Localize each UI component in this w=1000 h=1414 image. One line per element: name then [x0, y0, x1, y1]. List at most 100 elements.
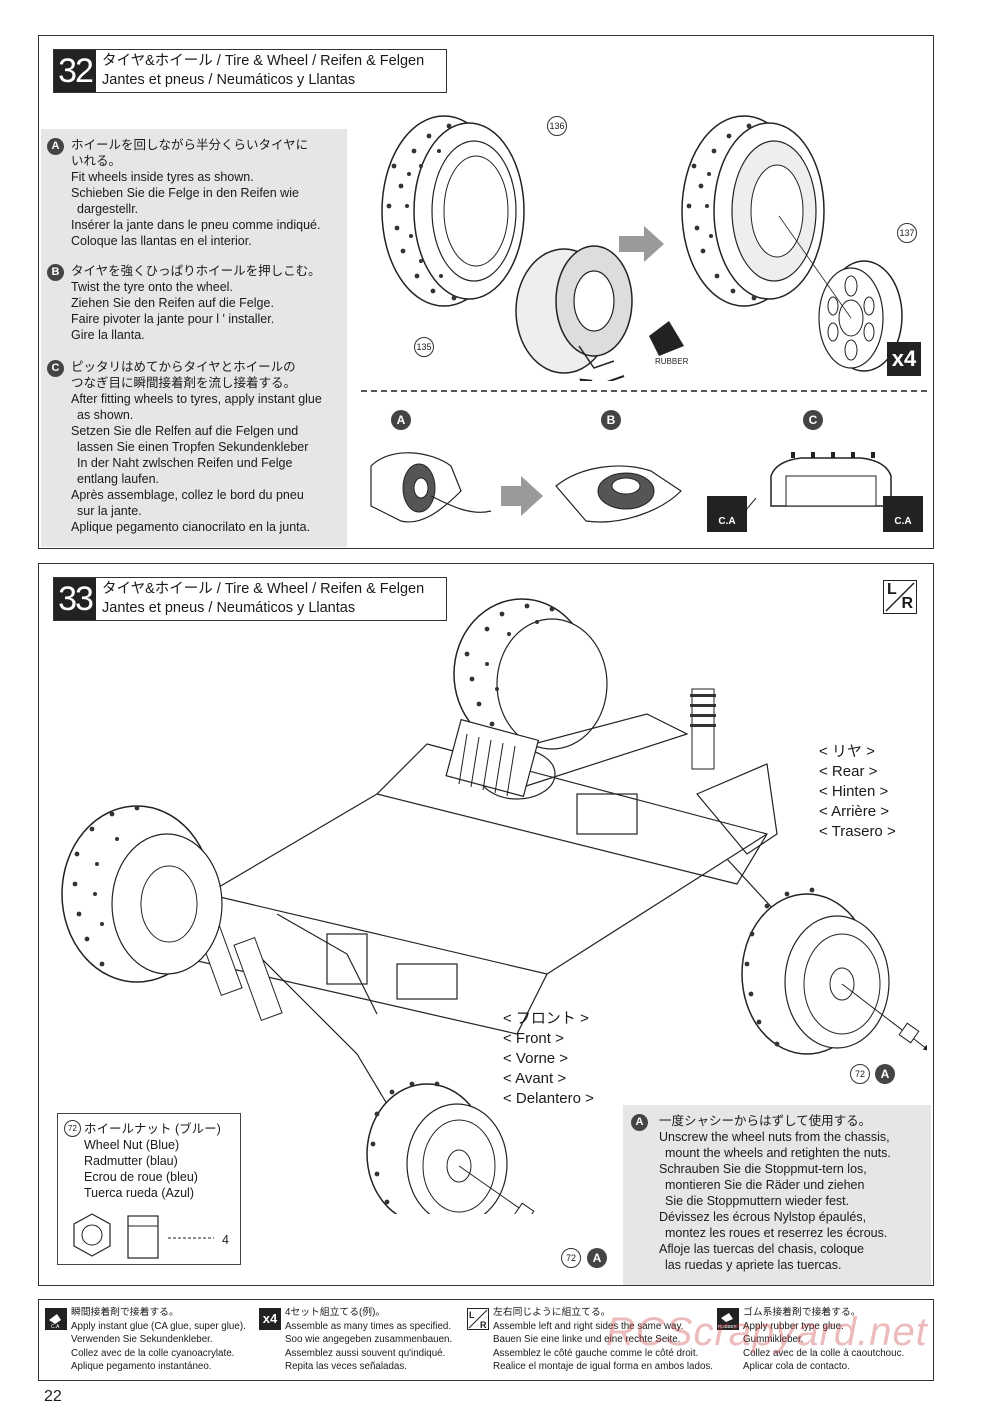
note-line: Schrauben Sie die Stoppmut-tern los, — [659, 1162, 867, 1176]
legend-line: Aplique pegamento instantáneo. — [71, 1361, 212, 1372]
svg-text:L: L — [469, 1310, 475, 1320]
instruction-line: Après assemblage, collez le bord du pneu — [71, 488, 304, 502]
rear-right-wheel-illustration — [741, 887, 927, 1055]
step-number: 33 — [54, 578, 96, 620]
foam-insert-illustration — [515, 245, 633, 381]
wheel-nut-parts-box: 72 ホイールナット (ブルー) Wheel Nut (Blue) Radmut… — [57, 1113, 241, 1265]
instruction-line: sur la jante. — [77, 504, 142, 518]
rear-left-tire-illustration — [453, 598, 608, 750]
note-line: montieren Sie die Räder und ziehen — [665, 1178, 865, 1192]
legend-lr: L R 左右同じように組立てる。 Assemble left and right… — [467, 1306, 714, 1374]
rubber-glue-icon: RUBBER — [717, 1308, 739, 1330]
wheel-nut-note-panel: A 一度シャシーからはずして使用する。 Unscrew the wheel nu… — [623, 1105, 931, 1285]
legend-line: Assemblez aussi souvent qu'indiqué. — [285, 1347, 446, 1359]
instruction-line: In der Naht zwlschen Reifen und Felge — [77, 456, 293, 470]
part-callout-136: 136 — [547, 116, 567, 136]
legend-ca-glue: C.A 瞬間接着剤で接着する。 Apply instant glue (CA g… — [45, 1306, 265, 1374]
badge-a: A — [631, 1114, 648, 1131]
legend-line: Aplicar cola de contacto. — [743, 1361, 850, 1372]
front-label: < Vorne > — [503, 1050, 569, 1067]
arrow-icon — [619, 226, 664, 262]
ca-glue-icon: C.A — [45, 1308, 67, 1330]
sub-badge-c: C — [803, 410, 823, 430]
legend-line: Repita las veces señaladas. — [285, 1361, 407, 1372]
legend-line: Gummikleber. — [743, 1334, 804, 1345]
sub-badge-b: B — [601, 410, 621, 430]
front-label: < フロント > — [503, 1010, 589, 1027]
tire-assembly-illustration: RUBBER — [381, 115, 903, 381]
nut-quantity: 4 — [222, 1233, 229, 1247]
rear-label: < Rear > — [819, 763, 878, 780]
instructions-panel: A ホイールを回しながら半分くらいタイヤに いれる。 Fit wheels in… — [41, 129, 347, 547]
instruction-line: Twist the tyre onto the wheel. — [71, 280, 233, 294]
callout-badge-a: A — [587, 1248, 607, 1268]
badge-c: C — [47, 360, 64, 377]
instruction-line: Setzen Sie dle Relfen auf die Felgen und — [71, 424, 299, 438]
legend-line: 瞬間接着剤で接着する。 — [71, 1307, 179, 1318]
rear-label: < Trasero > — [819, 823, 896, 840]
instruction-line: つなぎ目に瞬間接着剤を流し接着する。 — [71, 376, 297, 390]
step-33-panel: 33 タイヤ&ホイール / Tire & Wheel / Reifen & Fe… — [38, 563, 934, 1286]
part-callout-137: 137 — [897, 223, 917, 243]
rear-label: < Arrière > — [819, 803, 890, 820]
part-callout-135: 135 — [414, 337, 434, 357]
wheel-rim-illustration — [778, 215, 903, 372]
lr-icon: L R — [467, 1308, 489, 1330]
note-line: Sie die Stoppmuttern wieder fest. — [665, 1194, 850, 1208]
instruction-line: Gire la llanta. — [71, 328, 145, 342]
instruction-line: Aplique pegamento cianocrilato en la jun… — [71, 520, 311, 534]
svg-text:C.A: C.A — [51, 1324, 60, 1330]
front-label-group: < フロント > < Front > < Vorne > < Avant > <… — [503, 1009, 594, 1109]
nut-name: Tuerca rueda (Azul) — [84, 1186, 194, 1200]
front-left-tire-illustration — [61, 805, 223, 983]
rear-label-group: < リヤ > < Rear > < Hinten > < Arrière > <… — [819, 742, 896, 842]
legend-line: Realice el montaje de igual forma en amb… — [493, 1361, 714, 1372]
tire-cross-section-illustration — [711, 452, 892, 517]
note-line: Unscrew the wheel nuts from the chassis, — [659, 1130, 890, 1144]
left-right-icon: L R — [883, 580, 917, 614]
tire-with-insert-illustration — [681, 115, 825, 307]
legend-rubber-glue: RUBBER ゴム系接着剤で接着する。 Apply rubber type gl… — [717, 1306, 937, 1374]
watermark: RCScrapyard.net — [606, 1310, 928, 1354]
instruction-line: Fit wheels inside tyres as shown. — [71, 170, 254, 184]
legend-line: Bauen Sie eine linke und eine rechte Sei… — [493, 1334, 681, 1345]
shock-absorber-illustration — [193, 688, 716, 1021]
front-label: < Delantero > — [503, 1090, 594, 1107]
hands-fitting-tire-illustration — [370, 452, 492, 523]
note-line: Dévissez les écrous Nylstop épaulés, — [659, 1210, 867, 1224]
step-32-panel: 32 タイヤ&ホイール / Tire & Wheel / Reifen & Fe… — [38, 35, 934, 549]
legend-x4: x4 4セット組立てる(例)。 Assemble as many times a… — [259, 1306, 479, 1374]
instruction-line: タイヤを強くひっぱりホイールを押しこむ。 — [71, 264, 321, 278]
svg-text:RUBBER: RUBBER — [718, 1324, 738, 1329]
rear-label: < リヤ > — [819, 743, 875, 760]
part-callout-72: 72 — [561, 1248, 581, 1268]
instruction-line: lassen Sie einen Tropfen Sekundenkleber — [77, 440, 309, 454]
note-line: montez les roues et reserrez les écrous. — [665, 1226, 888, 1240]
divider — [361, 390, 927, 392]
note-line: mount the wheels and retighten the nuts. — [665, 1146, 891, 1160]
nut-name: Radmutter (blau) — [84, 1154, 178, 1168]
legend-line: Assemble left and right sides the same w… — [493, 1320, 684, 1332]
front-right-wheel-illustration — [366, 1081, 535, 1214]
instruction-line: Coloque las llantas en el interior. — [71, 234, 252, 248]
nut-name: Wheel Nut (Blue) — [84, 1138, 180, 1152]
instruction-a: A ホイールを回しながら半分くらいタイヤに いれる。 Fit wheels in… — [47, 137, 320, 249]
legend-line: Apply rubber type glue. — [743, 1320, 844, 1332]
legend-line: ゴム系接着剤で接着する。 — [743, 1307, 861, 1318]
note-line: Afloje las tuercas del chasis, coloque — [659, 1242, 864, 1256]
step-title-line1: タイヤ&ホイール / Tire & Wheel / Reifen & Felge… — [102, 581, 425, 597]
legend-line: Collez avec de la colle cyanoacrylate. — [71, 1347, 235, 1359]
front-label: < Front > — [503, 1030, 564, 1047]
legend-line: Collez avec de la colle à caoutchouc. — [743, 1347, 905, 1359]
instruction-line: entlang laufen. — [77, 472, 160, 486]
badge-a: A — [47, 138, 64, 155]
instruction-line: dargestellr. — [77, 202, 139, 216]
step-number: 32 — [54, 50, 96, 92]
step-32-header: 32 タイヤ&ホイール / Tire & Wheel / Reifen & Fe… — [53, 49, 447, 93]
legend-line: Verwenden Sie Sekundenkleber. — [71, 1334, 213, 1345]
hands-twisting-tire-illustration — [555, 465, 682, 523]
note-line: 一度シャシーからはずして使用する。 — [659, 1114, 872, 1128]
nut-name: ホイールナット (ブルー) — [84, 1121, 221, 1136]
instruction-line: Insérer la jante dans le pneu comme indi… — [71, 218, 321, 232]
page-number: 22 — [44, 1388, 62, 1405]
